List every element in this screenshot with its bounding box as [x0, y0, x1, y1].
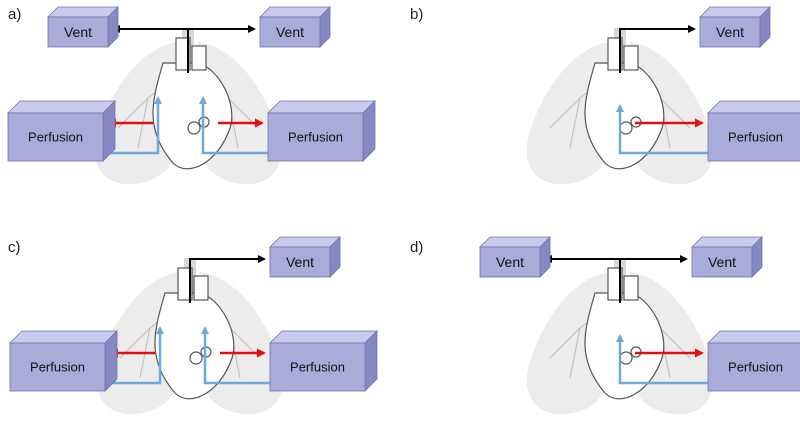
vent-box-label: Vent	[286, 254, 314, 270]
panel-label: b)	[410, 6, 423, 23]
vent-box-label: Vent	[64, 24, 92, 40]
perfusion-box: Perfusion	[707, 330, 800, 392]
vent-box-label: Vent	[276, 24, 304, 40]
heart-image	[152, 37, 233, 170]
perfusion-box-label: Perfusion	[290, 360, 345, 375]
heart-image	[584, 37, 665, 170]
perfusion-box-label: Perfusion	[30, 360, 85, 375]
perfusion-box: Perfusion	[7, 100, 116, 162]
perfusion-box: Perfusion	[9, 330, 118, 392]
vent-box: Vent	[691, 236, 763, 278]
panel-label: c)	[8, 239, 21, 256]
ventilation-arrow	[189, 255, 266, 303]
ventilation-arrow	[619, 25, 696, 73]
perfusion-box-label: Perfusion	[288, 130, 343, 145]
vent-box: Vent	[479, 236, 551, 278]
vent-box-label: Vent	[716, 24, 744, 40]
perfusion-box-label: Perfusion	[728, 130, 783, 145]
vent-box-label: Vent	[496, 254, 524, 270]
deoxygenated-flow	[616, 334, 708, 385]
deoxygenated-flow	[199, 96, 268, 155]
heart-image	[584, 267, 665, 400]
heart-layer	[152, 37, 665, 400]
deoxygenated-flow	[201, 326, 270, 385]
vent-box-label: Vent	[708, 254, 736, 270]
panel-label: d)	[410, 239, 423, 256]
vent-box: Vent	[259, 6, 331, 48]
perfusion-box-label: Perfusion	[728, 360, 783, 375]
perfusion-box: Perfusion	[707, 100, 800, 162]
labels-layer: a) b) c) d)	[8, 6, 423, 256]
vent-box: Vent	[699, 6, 771, 48]
deoxygenated-flow	[103, 96, 162, 155]
panel-label: a)	[8, 6, 21, 23]
vent-box: Vent	[47, 6, 119, 48]
perfusion-box-label: Perfusion	[28, 130, 83, 145]
deoxygenated-flow	[616, 104, 708, 155]
deoxygenated-flow	[105, 326, 164, 385]
vent-box: Vent	[269, 236, 341, 278]
perfusion-box: Perfusion	[267, 100, 376, 162]
flow-layer	[103, 25, 708, 385]
heart-image	[154, 267, 235, 400]
perfusion-box: Perfusion	[269, 330, 378, 392]
